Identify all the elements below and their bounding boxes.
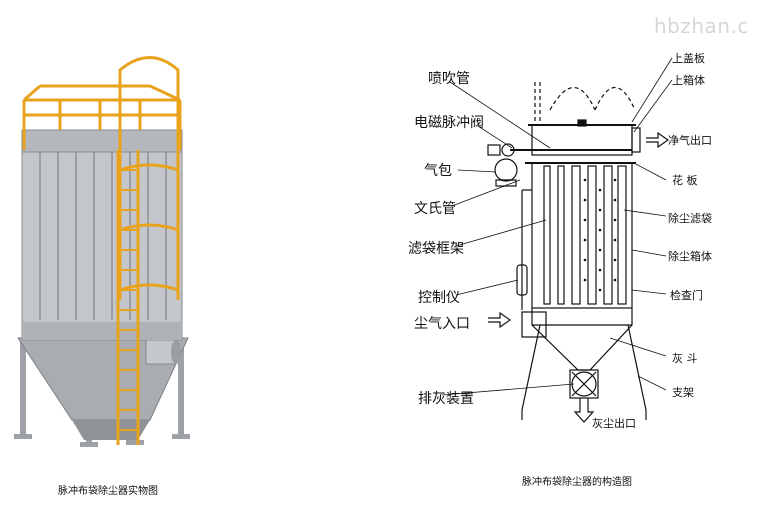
label-top-cover: 上盖板 (672, 52, 705, 65)
label-discharge: 排灰装置 (418, 391, 474, 407)
cage-ladder (116, 56, 180, 445)
diagram-caption: 脉冲布袋除尘器的构造图 (522, 477, 632, 488)
lid-dashed-arc (549, 86, 596, 111)
filter-bags (543, 165, 627, 305)
label-dust-outlet: 灰尘出口 (592, 417, 636, 430)
label-clean-outlet: 净气出口 (668, 134, 712, 147)
label-tube-sheet: 花 板 (672, 174, 698, 187)
label-filter-bag: 除尘滤袋 (668, 212, 712, 225)
label-bag-cage: 滤袋框架 (408, 241, 464, 257)
label-pulse-valve: 电磁脉冲阀 (414, 115, 484, 131)
collector-body (21, 149, 183, 341)
label-upper-box: 上箱体 (672, 74, 705, 87)
label-controller: 控制仪 (418, 290, 460, 306)
pulse-valve (501, 143, 515, 157)
air-bag (494, 158, 518, 182)
structure-diagram (441, 57, 673, 423)
label-dust-inlet: 尘气入口 (414, 316, 470, 332)
dust-collector-photo (14, 56, 190, 447)
label-dust-box: 除尘箱体 (668, 250, 712, 263)
label-blowpipe: 喷吹管 (428, 71, 470, 87)
label-support: 支架 (672, 386, 694, 399)
hopper (531, 308, 633, 371)
dust-box (531, 162, 633, 309)
watermark-text: hbzhan.c (654, 14, 749, 38)
photo-caption: 脉冲布袋除尘器实物图 (58, 486, 158, 497)
label-air-bag: 气包 (424, 163, 452, 179)
label-inspection-door: 检查门 (670, 289, 703, 302)
label-hopper: 灰 斗 (672, 352, 698, 365)
label-venturi: 文氏管 (414, 201, 456, 217)
top-railing (22, 84, 182, 150)
